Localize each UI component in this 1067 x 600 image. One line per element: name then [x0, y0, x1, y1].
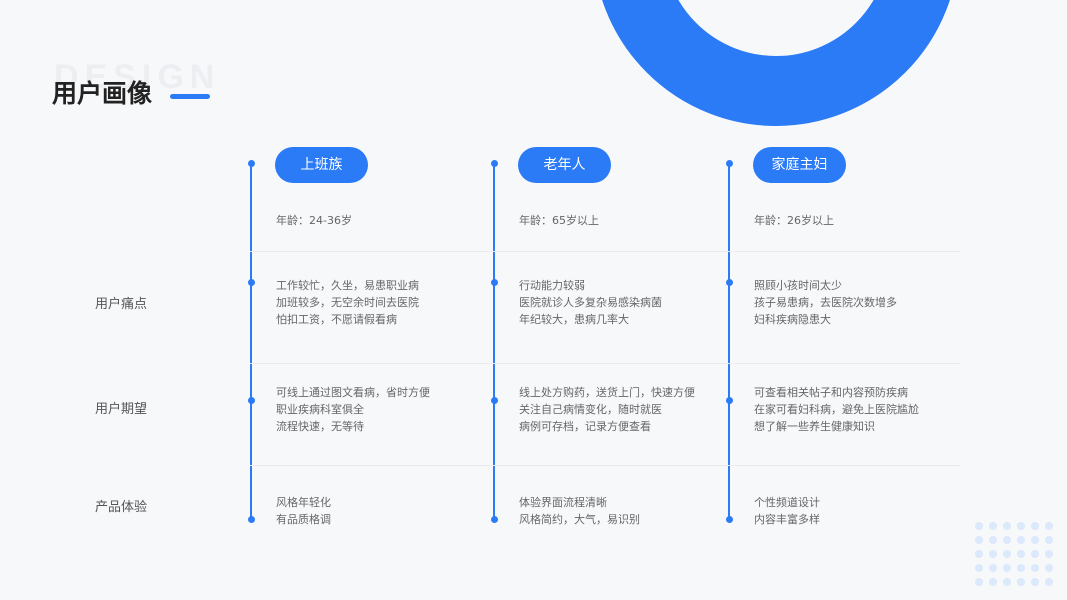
- persona-pill-housewife: 家庭主妇: [753, 147, 846, 183]
- row-label-expectations: 用户期望: [95, 402, 148, 417]
- persona-age: 年龄：24-36岁: [276, 214, 352, 227]
- cell-line: 年纪较大，患病几率大: [519, 313, 629, 326]
- timeline-dot: [726, 279, 733, 286]
- decorative-dot-grid: [975, 522, 1067, 600]
- background-word: DESIGN: [54, 58, 221, 96]
- decorative-ring: [593, 0, 959, 126]
- cell-line: 职业疾病科室俱全: [276, 403, 364, 416]
- timeline-dot: [726, 397, 733, 404]
- timeline-dot: [248, 160, 255, 167]
- cell-line: 体验界面流程清晰: [519, 496, 607, 509]
- cell-line: 照顾小孩时间太少: [754, 279, 842, 292]
- cell-expect-office: 可线上通过图文看病，省时方便 职业疾病科室俱全 流程快速，无等待: [276, 384, 430, 435]
- cell-line: 关注自己病情变化，随时就医: [519, 403, 662, 416]
- timeline-dot: [248, 516, 255, 523]
- cell-line: 风格年轻化: [276, 496, 331, 509]
- cell-line: 流程快速，无等待: [276, 420, 364, 433]
- page-title: 用户画像: [52, 79, 153, 108]
- row-label-experience: 产品体验: [95, 500, 148, 515]
- cell-pain-elderly: 行动能力较弱 医院就诊人多复杂易感染病菌 年纪较大，患病几率大: [519, 277, 662, 328]
- row-label-pain-points: 用户痛点: [95, 297, 148, 312]
- timeline-line-2: [493, 163, 495, 520]
- cell-line: 怕扣工资，不愿请假看病: [276, 313, 397, 326]
- cell-line: 在家可看妇科病，避免上医院尴尬: [754, 403, 919, 416]
- cell-line: 加班较多，无空余时间去医院: [276, 296, 419, 309]
- timeline-dot: [726, 516, 733, 523]
- cell-line: 想了解一些养生健康知识: [754, 420, 875, 433]
- cell-line: 病例可存档，记录方便查看: [519, 420, 651, 433]
- cell-pain-housewife: 照顾小孩时间太少 孩子易患病，去医院次数增多 妇科疾病隐患大: [754, 277, 897, 328]
- cell-pain-office: 工作较忙，久坐，易患职业病 加班较多，无空余时间去医院 怕扣工资，不愿请假看病: [276, 277, 419, 328]
- cell-expect-housewife: 可查看相关帖子和内容预防疾病 在家可看妇科病，避免上医院尴尬 想了解一些养生健康…: [754, 384, 919, 435]
- row-divider: [250, 465, 960, 466]
- timeline-dot: [248, 279, 255, 286]
- cell-line: 个性频道设计: [754, 496, 820, 509]
- cell-line: 行动能力较弱: [519, 279, 585, 292]
- persona-pill-elderly: 老年人: [518, 147, 611, 183]
- timeline-dot: [491, 160, 498, 167]
- timeline-dot: [491, 279, 498, 286]
- cell-line: 可线上通过图文看病，省时方便: [276, 386, 430, 399]
- cell-line: 内容丰富多样: [754, 513, 820, 526]
- cell-exp-elderly: 体验界面流程清晰 风格简约，大气，易识别: [519, 494, 640, 528]
- cell-expect-elderly: 线上处方购药，送货上门，快速方便 关注自己病情变化，随时就医 病例可存档，记录方…: [519, 384, 695, 435]
- cell-line: 可查看相关帖子和内容预防疾病: [754, 386, 908, 399]
- timeline-line-1: [250, 163, 252, 520]
- timeline-dot: [491, 397, 498, 404]
- cell-line: 线上处方购药，送货上门，快速方便: [519, 386, 695, 399]
- persona-age: 年龄：65岁以上: [519, 214, 599, 227]
- persona-age: 年龄：26岁以上: [754, 214, 834, 227]
- timeline-line-3: [728, 163, 730, 520]
- timeline-dot: [491, 516, 498, 523]
- cell-line: 有品质格调: [276, 513, 331, 526]
- cell-line: 妇科疾病隐患大: [754, 313, 831, 326]
- row-divider: [250, 251, 960, 252]
- cell-exp-housewife: 个性频道设计 内容丰富多样: [754, 494, 820, 528]
- cell-line: 工作较忙，久坐，易患职业病: [276, 279, 419, 292]
- row-divider: [250, 363, 960, 364]
- cell-line: 孩子易患病，去医院次数增多: [754, 296, 897, 309]
- cell-line: 风格简约，大气，易识别: [519, 513, 640, 526]
- persona-pill-office-worker: 上班族: [275, 147, 368, 183]
- cell-exp-office: 风格年轻化 有品质格调: [276, 494, 331, 528]
- timeline-dot: [248, 397, 255, 404]
- title-underline: [170, 94, 210, 99]
- cell-line: 医院就诊人多复杂易感染病菌: [519, 296, 662, 309]
- timeline-dot: [726, 160, 733, 167]
